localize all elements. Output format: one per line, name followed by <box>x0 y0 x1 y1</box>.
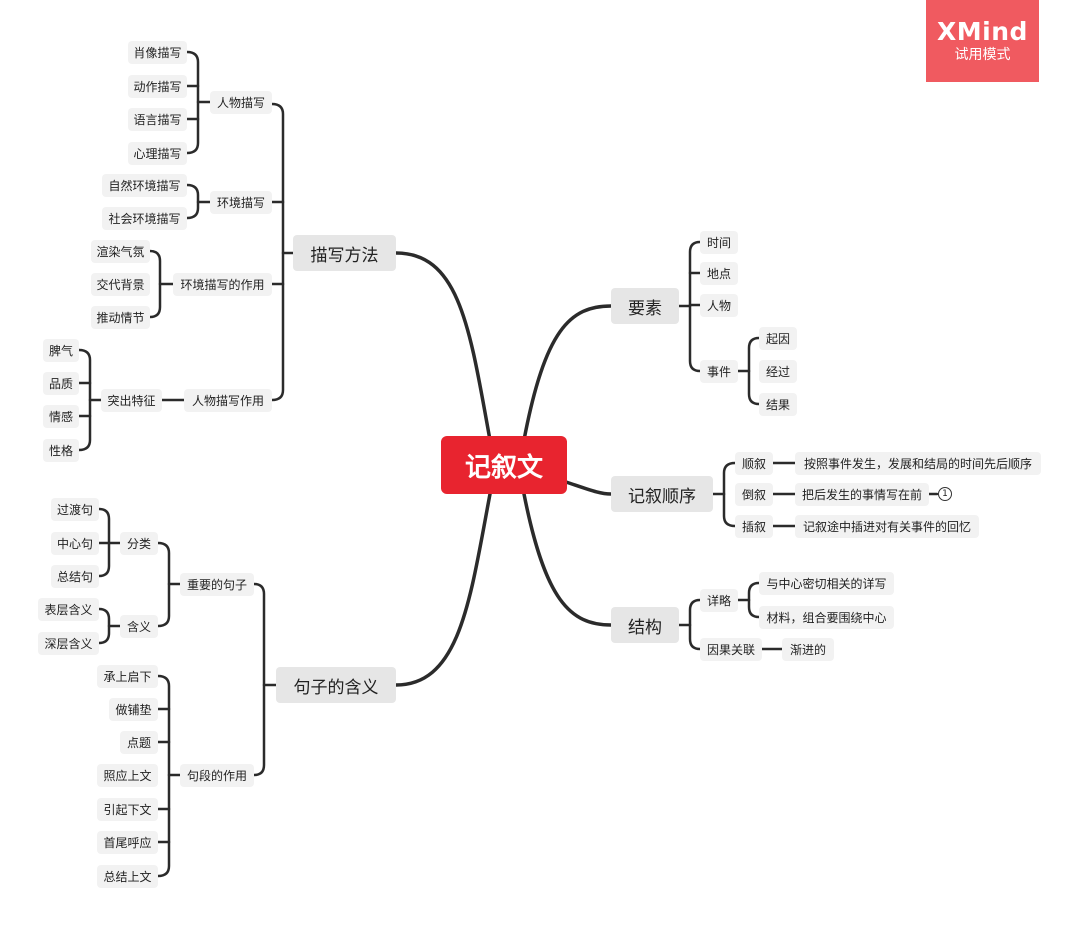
connector-root-yaosu <box>522 304 613 442</box>
node-leaf[interactable]: 语言描写 <box>128 108 187 131</box>
node-leaf[interactable]: 结果 <box>759 393 797 416</box>
node-leaf[interactable]: 总结上文 <box>97 865 158 888</box>
node-leaf[interactable]: 动作描写 <box>128 75 187 98</box>
node-shijian[interactable]: 事件 <box>700 360 738 383</box>
node-xianglue[interactable]: 详略 <box>700 589 738 612</box>
connector-root-miaoxie <box>394 251 492 442</box>
node-leaf[interactable]: 引起下文 <box>97 798 158 821</box>
node-hanyi[interactable]: 含义 <box>120 615 158 638</box>
node-leaf[interactable]: 品质 <box>43 372 79 395</box>
marker-number-badge[interactable]: 1 <box>938 487 952 501</box>
node-leaf[interactable]: 中心句 <box>51 532 99 555</box>
node-leaf[interactable]: 材料，组合要围绕中心 <box>759 606 894 629</box>
node-renwu-miaoxie[interactable]: 人物描写 <box>210 91 272 114</box>
node-renwu-zuoyong[interactable]: 人物描写作用 <box>184 389 272 412</box>
topic-yaosu[interactable]: 要素 <box>611 288 679 324</box>
node-leaf[interactable]: 性格 <box>43 439 79 462</box>
node-leaf[interactable]: 人物 <box>700 294 738 317</box>
node-daoxu[interactable]: 倒叙 <box>735 483 773 506</box>
node-leaf[interactable]: 推动情节 <box>91 306 150 329</box>
node-leaf[interactable]: 表层含义 <box>38 598 99 621</box>
node-chaxu[interactable]: 插叙 <box>735 515 773 538</box>
node-leaf[interactable]: 与中心密切相关的详写 <box>759 572 894 595</box>
node-leaf[interactable]: 点题 <box>120 731 158 754</box>
node-leaf[interactable]: 深层含义 <box>38 632 99 655</box>
node-shunxu[interactable]: 顺叙 <box>735 452 773 475</box>
node-leaf[interactable]: 照应上文 <box>97 764 158 787</box>
node-leaf[interactable]: 把后发生的事情写在前 <box>795 483 929 506</box>
node-leaf[interactable]: 脾气 <box>43 339 79 362</box>
node-yinguo-guanlian[interactable]: 因果关联 <box>700 638 762 661</box>
node-leaf[interactable]: 承上启下 <box>97 665 158 688</box>
node-leaf[interactable]: 起因 <box>759 327 797 350</box>
node-zhongyao-juzi[interactable]: 重要的句子 <box>180 573 254 596</box>
node-leaf[interactable]: 时间 <box>700 231 738 254</box>
topic-shunxu[interactable]: 记叙顺序 <box>611 476 713 512</box>
node-leaf[interactable]: 社会环境描写 <box>102 207 187 230</box>
node-leaf[interactable]: 按照事件发生，发展和结局的时间先后顺序 <box>795 452 1041 475</box>
topic-miaoxie[interactable]: 描写方法 <box>293 235 396 271</box>
node-juduan-zuoyong[interactable]: 句段的作用 <box>180 764 254 787</box>
xmind-trial-watermark: XMind 试用模式 <box>926 0 1039 82</box>
node-leaf[interactable]: 肖像描写 <box>128 41 187 64</box>
node-leaf[interactable]: 地点 <box>700 262 738 285</box>
node-fenlei[interactable]: 分类 <box>120 532 158 555</box>
node-leaf[interactable]: 交代背景 <box>91 273 150 296</box>
topic-juzi[interactable]: 句子的含义 <box>276 667 396 703</box>
node-leaf[interactable]: 渲染气氛 <box>91 240 150 263</box>
xmind-logo-text: XMind <box>937 17 1028 46</box>
node-huanjing-miaoxie[interactable]: 环境描写 <box>210 191 272 214</box>
root-topic[interactable]: 记叙文 <box>441 436 567 494</box>
connector-root-shunxu <box>564 480 613 496</box>
trial-mode-label: 试用模式 <box>954 47 1011 63</box>
node-leaf[interactable]: 过渡句 <box>51 498 99 521</box>
node-leaf[interactable]: 情感 <box>43 405 79 428</box>
node-leaf[interactable]: 首尾呼应 <box>97 831 158 854</box>
node-leaf[interactable]: 总结句 <box>51 565 99 588</box>
node-leaf[interactable]: 经过 <box>759 360 797 383</box>
node-leaf[interactable]: 记叙途中插进对有关事件的回忆 <box>795 515 979 538</box>
connector-root-jiegou <box>522 492 613 627</box>
node-huanjing-zuoyong[interactable]: 环境描写的作用 <box>173 273 272 296</box>
node-tuchu-tezheng[interactable]: 突出特征 <box>101 389 162 412</box>
node-leaf[interactable]: 渐进的 <box>782 638 834 661</box>
connector-root-juzi <box>394 492 492 687</box>
topic-jiegou[interactable]: 结构 <box>611 607 679 643</box>
node-leaf[interactable]: 自然环境描写 <box>102 174 187 197</box>
node-leaf[interactable]: 心理描写 <box>128 142 187 165</box>
node-leaf[interactable]: 做铺垫 <box>109 698 158 721</box>
